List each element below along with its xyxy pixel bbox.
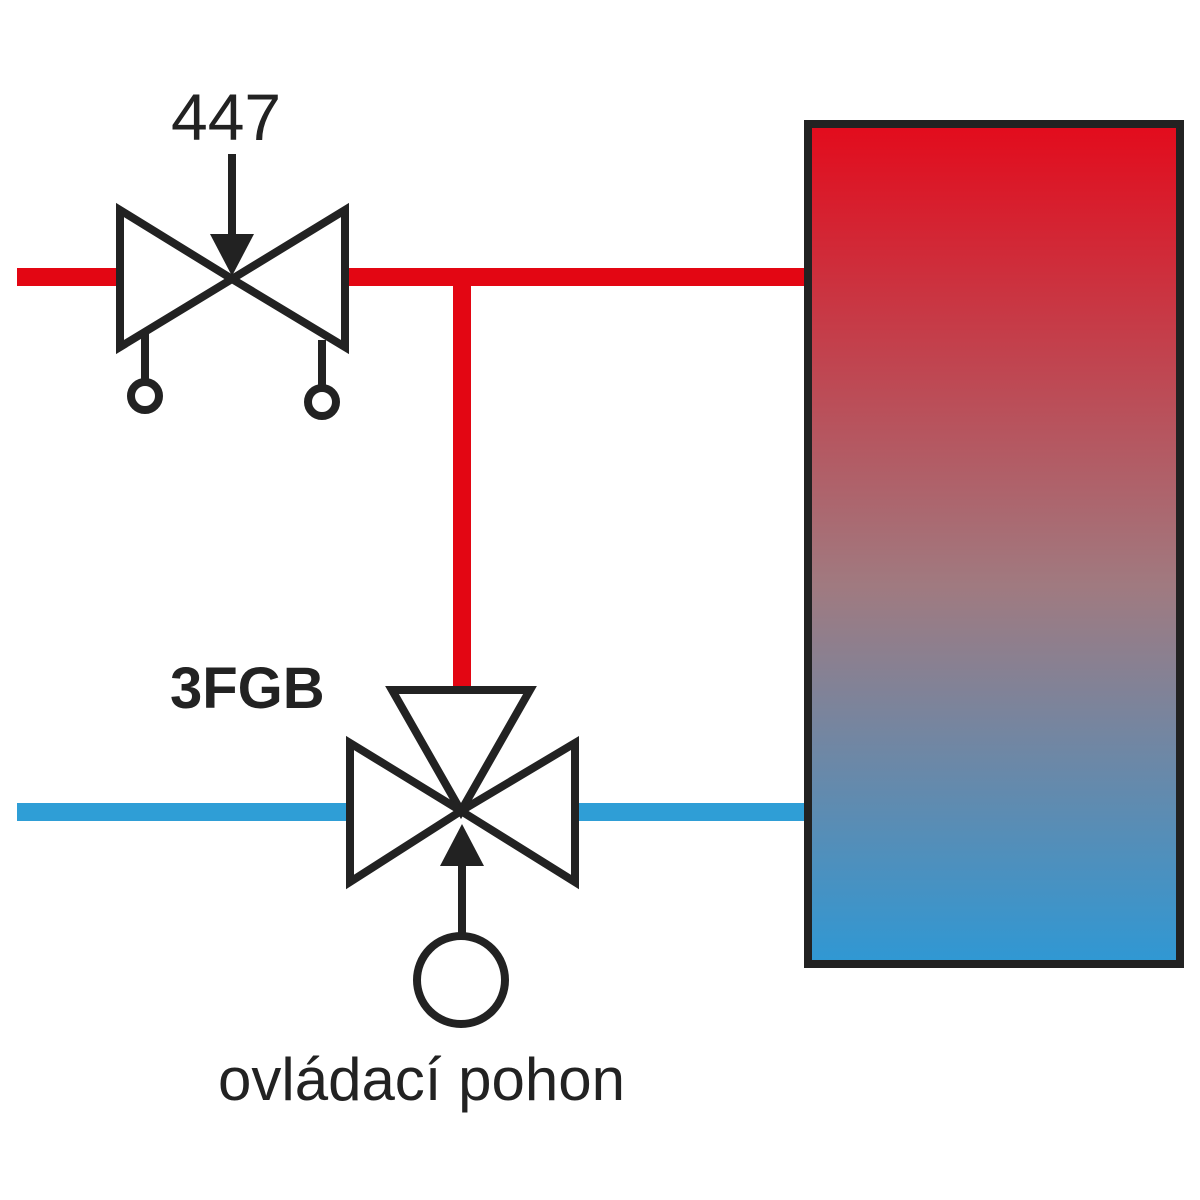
- valve-top-left-triangle: [116, 202, 240, 355]
- three-way-valve: [346, 686, 579, 890]
- actuator-circle: [413, 932, 509, 1028]
- up-arrow-icon: [440, 824, 484, 937]
- storage-tank: [804, 120, 1184, 968]
- valve-bottom-label: 3FGB: [170, 656, 325, 721]
- hot-pipes: [17, 268, 808, 690]
- actuator-label: ovládací pohon: [218, 1046, 625, 1113]
- down-arrow-icon: [210, 154, 254, 276]
- valve-bottom-right-triangle: [453, 735, 579, 890]
- two-way-valve: [116, 202, 349, 420]
- valve-bottom-top-triangle: [385, 686, 537, 820]
- valve-top-right-foot: [304, 384, 340, 420]
- valve-bottom-left-triangle: [346, 735, 469, 890]
- valve-top-left-foot: [127, 378, 163, 414]
- valve-top-label: 447: [171, 80, 282, 154]
- valve-top-right-triangle: [224, 202, 349, 355]
